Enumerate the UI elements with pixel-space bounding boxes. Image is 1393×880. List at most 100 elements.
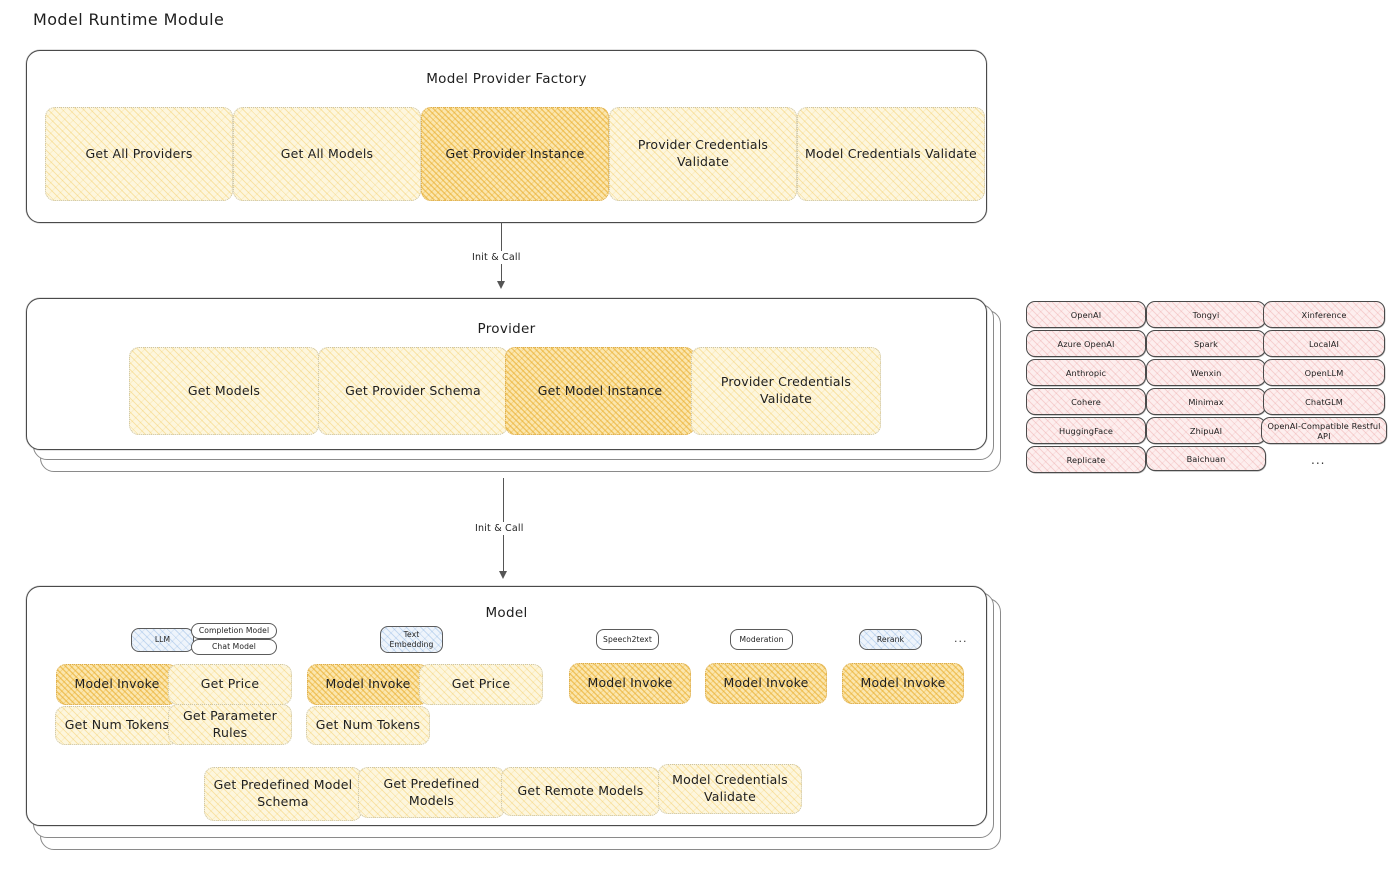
model-types-more-ellipsis: ... bbox=[954, 632, 968, 645]
model-method-label: Model Invoke bbox=[723, 675, 809, 691]
model-type-label: Text Embedding bbox=[389, 630, 434, 649]
model-method-llm-get-parameter-rules[interactable]: Get Parameter Rules bbox=[168, 704, 292, 745]
factory-node-provider-credentials-validate[interactable]: Provider Credentials Validate bbox=[609, 107, 797, 201]
arrow-provider-to-model-head bbox=[499, 571, 507, 579]
provider-chip-label: Tongyi bbox=[1192, 309, 1220, 320]
provider-chip-label: LocalAI bbox=[1309, 338, 1339, 349]
model-type-badge-text-embedding[interactable]: Text Embedding bbox=[380, 626, 443, 653]
model-method-label: Get Price bbox=[200, 676, 260, 692]
model-common-method-get-predefined-model-schema[interactable]: Get Predefined Model Schema bbox=[204, 767, 362, 821]
model-method-label: Model Invoke bbox=[74, 676, 160, 692]
provider-node-get-models[interactable]: Get Models bbox=[129, 347, 319, 435]
provider-chip-label: Baichuan bbox=[1186, 453, 1226, 464]
provider-chip-chatglm[interactable]: ChatGLM bbox=[1263, 388, 1385, 415]
model-method-text-embedding-model-invoke[interactable]: Model Invoke bbox=[307, 664, 429, 705]
provider-panel: Provider Get Models Get Provider Schema … bbox=[26, 298, 987, 450]
factory-node-model-credentials-validate[interactable]: Model Credentials Validate bbox=[797, 107, 985, 201]
model-common-method-model-credentials-validate[interactable]: Model Credentials Validate bbox=[658, 764, 802, 814]
model-type-badge-speech2text[interactable]: Speech2text bbox=[596, 629, 659, 650]
provider-node-get-provider-schema[interactable]: Get Provider Schema bbox=[318, 347, 508, 435]
provider-node-get-model-instance[interactable]: Get Model Instance bbox=[505, 347, 695, 435]
provider-chip-label: OpenAI bbox=[1070, 309, 1102, 320]
provider-chip-cohere[interactable]: Cohere bbox=[1026, 388, 1146, 415]
model-method-llm-model-invoke[interactable]: Model Invoke bbox=[56, 664, 178, 705]
provider-node-label: Get Model Instance bbox=[537, 382, 663, 398]
provider-chip-label: Minimax bbox=[1188, 396, 1224, 407]
provider-chip-openai[interactable]: OpenAI bbox=[1026, 301, 1146, 328]
provider-chip-zhipuai[interactable]: ZhipuAI bbox=[1146, 417, 1266, 444]
provider-chip-spark[interactable]: Spark bbox=[1146, 330, 1266, 357]
factory-node-get-all-models[interactable]: Get All Models bbox=[233, 107, 421, 201]
model-method-speech2text-model-invoke[interactable]: Model Invoke bbox=[569, 663, 691, 704]
provider-chip-openllm[interactable]: OpenLLM bbox=[1263, 359, 1385, 386]
factory-node-label: Get All Models bbox=[280, 145, 374, 161]
provider-chip-minimax[interactable]: Minimax bbox=[1146, 388, 1266, 415]
model-type-label: Rerank bbox=[876, 634, 905, 644]
provider-chip-label: Wenxin bbox=[1190, 367, 1222, 378]
provider-chip-azure-openai[interactable]: Azure OpenAI bbox=[1026, 330, 1146, 357]
model-method-label: Get Num Tokens bbox=[64, 717, 170, 733]
model-method-label: Get Parameter Rules bbox=[183, 707, 277, 740]
model-provider-factory-title: Model Provider Factory bbox=[426, 71, 587, 87]
model-common-method-label: Get Remote Models bbox=[517, 783, 644, 799]
model-method-rerank-model-invoke[interactable]: Model Invoke bbox=[842, 663, 964, 704]
factory-node-label: Get All Providers bbox=[85, 145, 193, 161]
provider-chip-huggingface[interactable]: HuggingFace bbox=[1026, 417, 1146, 444]
factory-node-label: Model Credentials Validate bbox=[805, 145, 977, 161]
model-type-badge-rerank[interactable]: Rerank bbox=[859, 629, 922, 650]
model-common-method-get-remote-models[interactable]: Get Remote Models bbox=[501, 767, 660, 816]
provider-chip-replicate[interactable]: Replicate bbox=[1026, 446, 1146, 473]
factory-node-get-all-providers[interactable]: Get All Providers bbox=[45, 107, 233, 201]
provider-list-more-ellipsis: ... bbox=[1311, 453, 1326, 467]
provider-chip-label: ZhipuAI bbox=[1189, 425, 1223, 436]
provider-chip-localai[interactable]: LocalAI bbox=[1263, 330, 1385, 357]
model-method-label: Model Invoke bbox=[325, 676, 411, 692]
factory-node-get-provider-instance[interactable]: Get Provider Instance bbox=[421, 107, 609, 201]
model-type-badge-moderation[interactable]: Moderation bbox=[730, 629, 793, 650]
model-panel: Model LLM Completion Model Chat Model Mo… bbox=[26, 586, 987, 826]
model-method-text-embedding-get-num-tokens[interactable]: Get Num Tokens bbox=[306, 706, 430, 745]
provider-chip-label: Spark bbox=[1193, 338, 1219, 349]
model-method-llm-get-num-tokens[interactable]: Get Num Tokens bbox=[55, 706, 179, 745]
provider-chip-anthropic[interactable]: Anthropic bbox=[1026, 359, 1146, 386]
arrow-factory-to-provider-label: Init & Call bbox=[469, 251, 524, 264]
model-subtype-label: Chat Model bbox=[212, 642, 256, 652]
factory-node-label: Get Provider Instance bbox=[445, 145, 585, 161]
model-method-moderation-model-invoke[interactable]: Model Invoke bbox=[705, 663, 827, 704]
provider-node-label: Provider Credentials Validate bbox=[720, 374, 852, 406]
model-type-label: Moderation bbox=[739, 634, 784, 644]
model-common-method-get-predefined-models[interactable]: Get Predefined Models bbox=[358, 767, 505, 818]
model-type-label: LLM bbox=[154, 635, 171, 645]
provider-chip-label: Anthropic bbox=[1065, 367, 1107, 378]
model-method-text-embedding-get-price[interactable]: Get Price bbox=[419, 664, 543, 705]
provider-chip-label: OpenAI-Compatible Restful API bbox=[1267, 420, 1381, 441]
provider-chip-label: ChatGLM bbox=[1305, 396, 1343, 407]
model-common-method-label: Get Predefined Models bbox=[383, 775, 480, 808]
provider-chip-tongyi[interactable]: Tongyi bbox=[1146, 301, 1266, 328]
provider-chip-label: Cohere bbox=[1071, 396, 1101, 407]
model-method-label: Get Price bbox=[451, 676, 511, 692]
model-method-llm-get-price[interactable]: Get Price bbox=[168, 664, 292, 705]
model-method-label: Get Num Tokens bbox=[315, 717, 421, 733]
model-method-label: Model Invoke bbox=[587, 675, 673, 691]
model-type-label: Speech2text bbox=[603, 634, 652, 644]
provider-chip-label: Replicate bbox=[1066, 454, 1106, 465]
provider-node-label: Get Models bbox=[187, 382, 261, 398]
model-subtype-badge-chat-model[interactable]: Chat Model bbox=[191, 639, 277, 655]
factory-node-label: Provider Credentials Validate bbox=[637, 137, 769, 169]
provider-chip-baichuan[interactable]: Baichuan bbox=[1146, 446, 1266, 471]
provider-node-provider-credentials-validate[interactable]: Provider Credentials Validate bbox=[691, 347, 881, 435]
provider-chip-xinference[interactable]: Xinference bbox=[1263, 301, 1385, 328]
provider-chip-openai-compatible-restful-api[interactable]: OpenAI-Compatible Restful API bbox=[1261, 417, 1387, 444]
model-subtype-label: Completion Model bbox=[198, 626, 270, 636]
model-type-badge-llm[interactable]: LLM bbox=[131, 628, 194, 652]
model-title: Model bbox=[485, 605, 528, 621]
model-subtype-badge-completion-model[interactable]: Completion Model bbox=[191, 623, 277, 639]
page-title: Model Runtime Module bbox=[33, 10, 225, 29]
model-provider-factory-panel: Model Provider Factory Get All Providers… bbox=[26, 50, 987, 223]
provider-chip-label: HuggingFace bbox=[1058, 425, 1113, 436]
provider-chip-wenxin[interactable]: Wenxin bbox=[1146, 359, 1266, 386]
provider-chip-label: Azure OpenAI bbox=[1057, 338, 1115, 349]
model-common-method-label: Get Predefined Model Schema bbox=[213, 777, 353, 809]
model-common-method-label: Model Credentials Validate bbox=[672, 772, 788, 804]
